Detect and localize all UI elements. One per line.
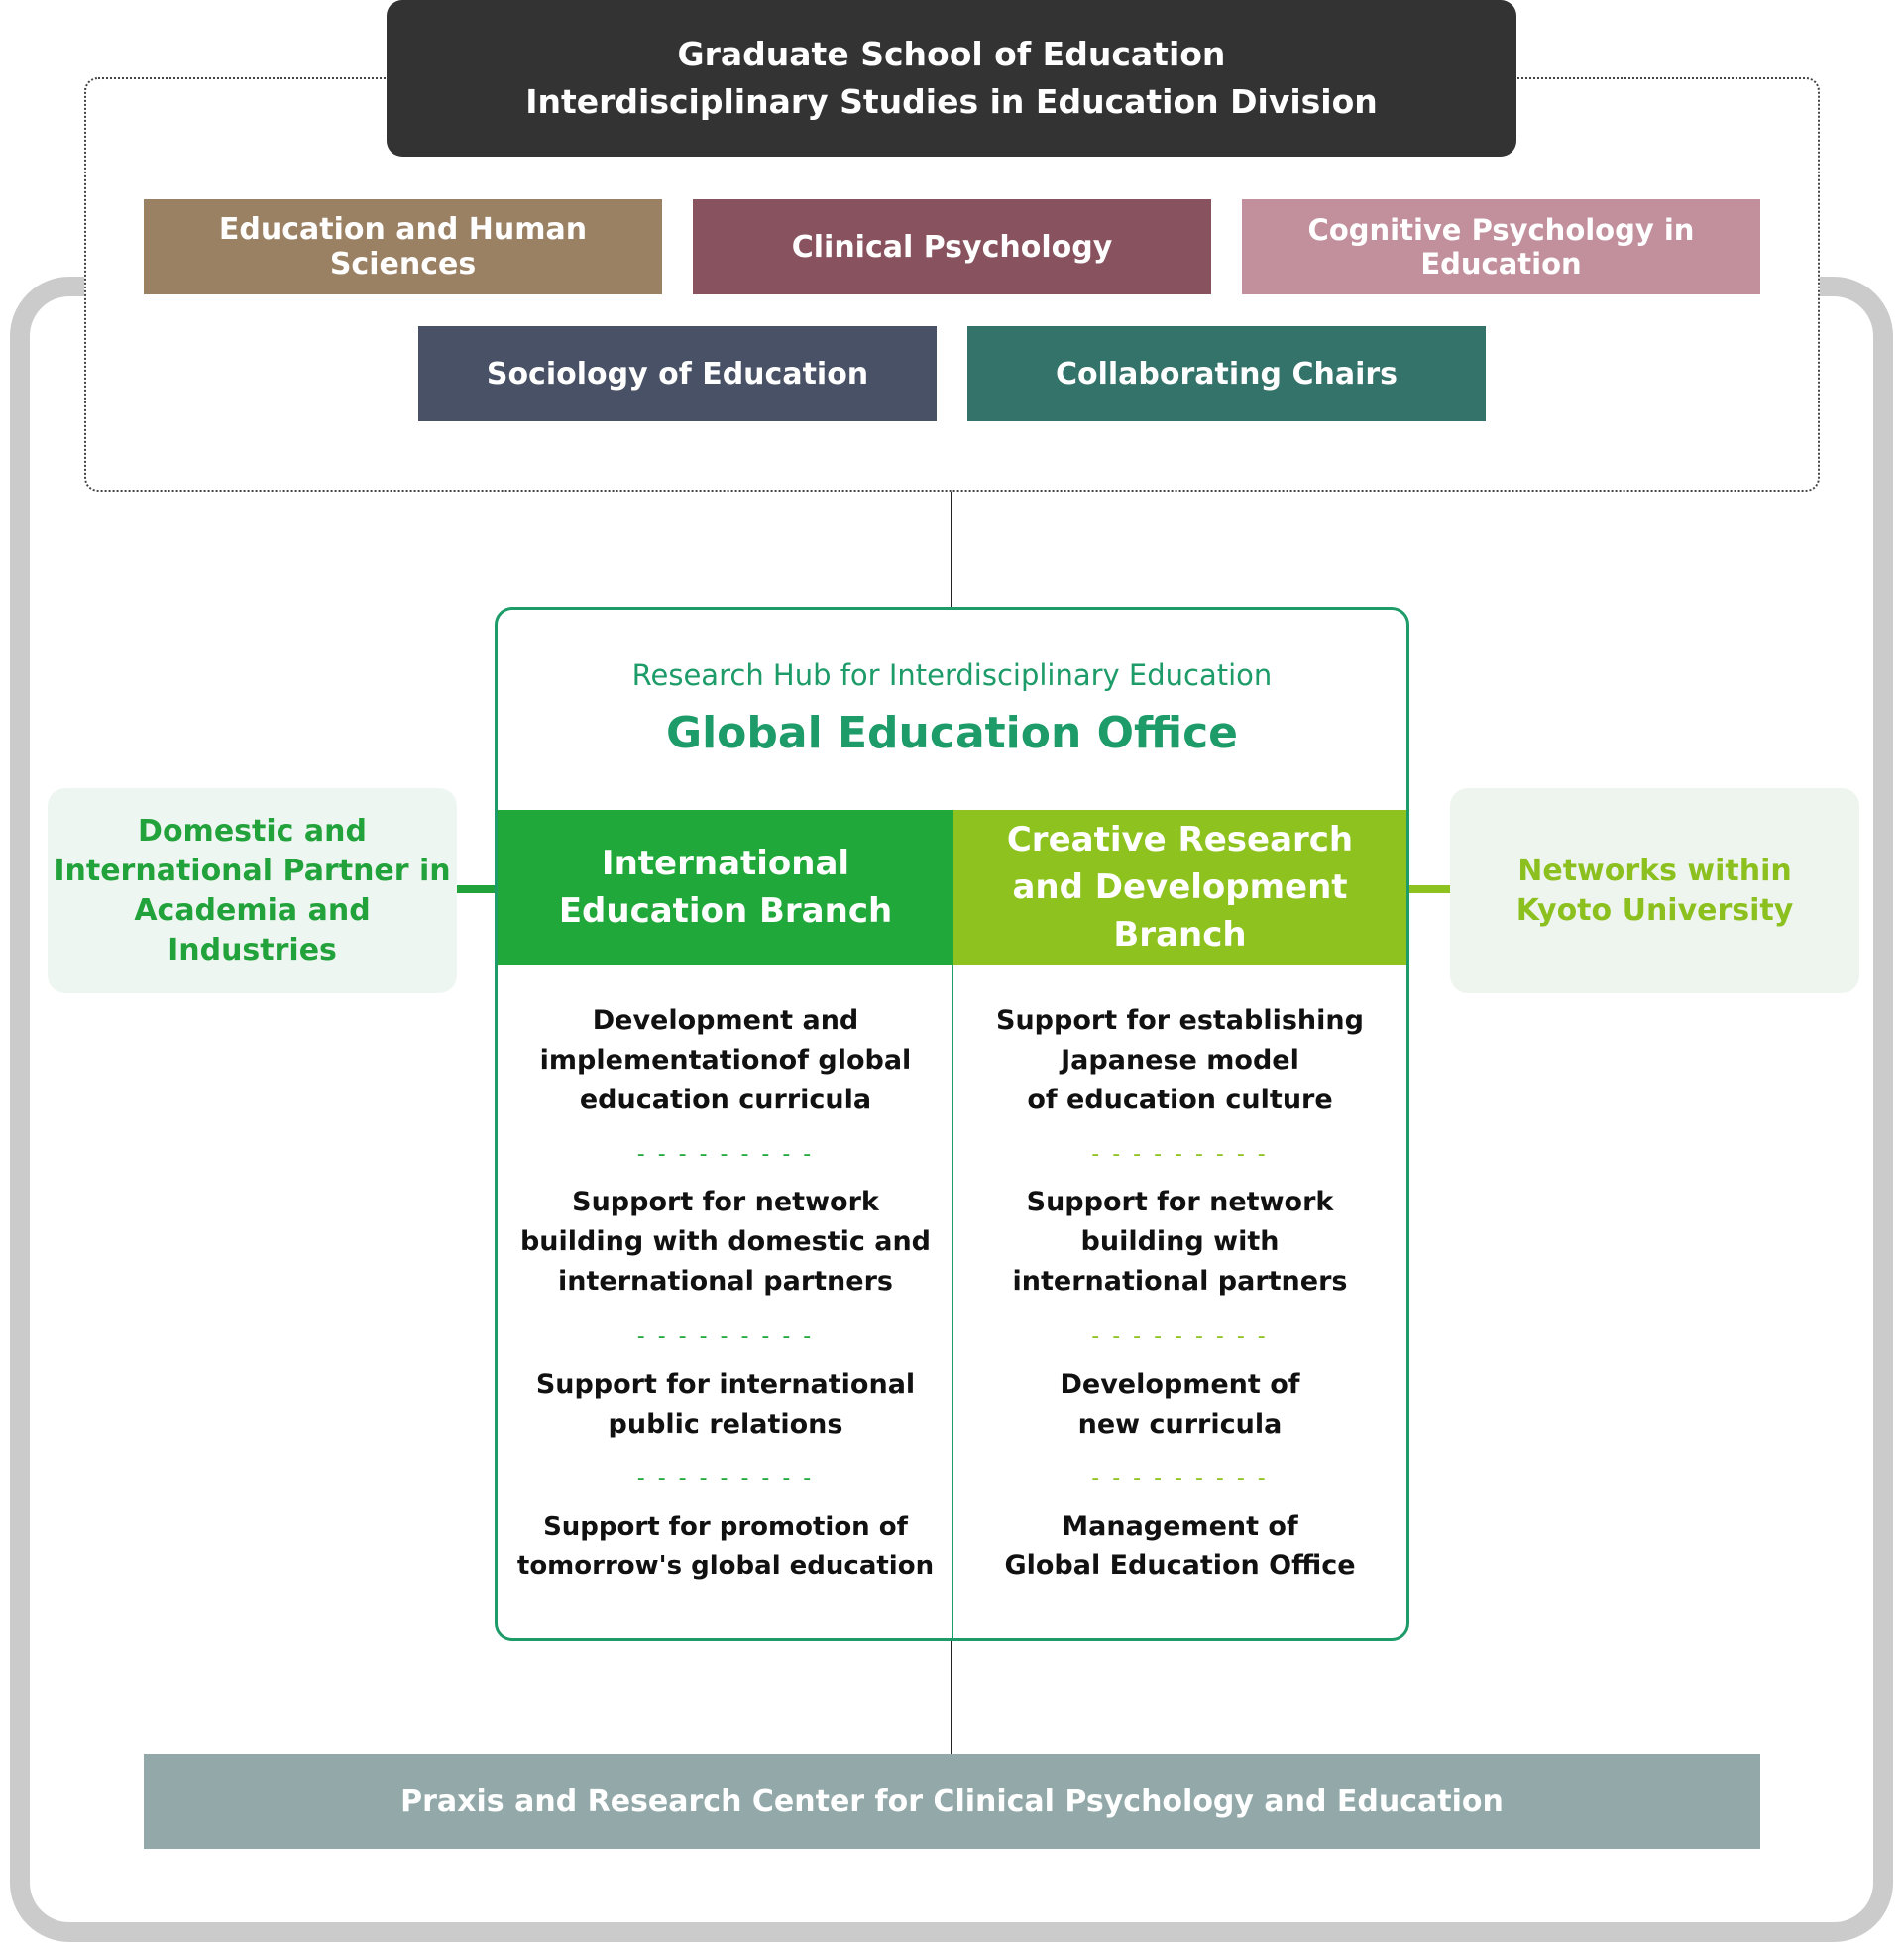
item-line: Support for promotion of (543, 1512, 908, 1542)
dept-collaborating-chairs: Collaborating Chairs (967, 326, 1486, 421)
global-education-office: Research Hub for Interdisciplinary Educa… (495, 607, 1409, 1641)
item-line: Support for network (572, 1187, 879, 1217)
list-item: Development of new curricula (953, 1365, 1406, 1444)
item-line: building with (1080, 1226, 1280, 1257)
branch-title-line: Creative Research (1006, 820, 1354, 860)
item-line: Development and (592, 1005, 859, 1036)
item-line: education curricula (579, 1085, 872, 1115)
item-separator: - - - - - - - - - (1091, 1142, 1269, 1167)
item-line: Support for international (535, 1369, 916, 1400)
dept-cognitive-psychology: Cognitive Psychology in Education (1242, 199, 1760, 294)
graduate-school-title-line2: Interdisciplinary Studies in Education D… (525, 82, 1378, 121)
list-item: Development and implementationof global … (498, 1001, 953, 1120)
item-line: of education culture (1027, 1085, 1333, 1115)
item-line: international partners (558, 1266, 893, 1297)
creative-research-branch: Creative Research and Development Branch (953, 810, 1406, 965)
item-separator: - - - - - - - - - (1091, 1466, 1269, 1491)
office-subtitle: Research Hub for Interdisciplinary Educa… (631, 658, 1273, 692)
partner-line: Kyoto University (1515, 892, 1794, 928)
item-separator: - - - - - - - - - (1091, 1324, 1269, 1349)
item-line: new curricula (1077, 1409, 1283, 1439)
dept-education-human-sciences: Education and Human Sciences (144, 199, 662, 294)
list-item: Support for establishing Japanese model … (953, 1001, 1406, 1120)
item-line: Global Education Office (1004, 1550, 1356, 1581)
item-separator: - - - - - - - - - (636, 1324, 815, 1349)
praxis-research-center: Praxis and Research Center for Clinical … (144, 1754, 1760, 1849)
list-item: Support for network building with intern… (953, 1183, 1406, 1302)
office-title: Global Education Office (665, 707, 1239, 758)
graduate-school-title-line1: Graduate School of Education (677, 35, 1226, 73)
connector-bottom (951, 1641, 952, 1754)
connector-left (456, 885, 496, 893)
partner-line: International Partner in (54, 853, 451, 888)
item-line: building with domestic and (519, 1226, 932, 1257)
connector-right (1408, 885, 1450, 893)
list-item: Support for international public relatio… (498, 1365, 953, 1444)
item-line: international partners (1012, 1266, 1348, 1297)
connector-top (951, 492, 952, 607)
branch-divider (952, 965, 953, 1638)
list-item: Support for network building with domest… (498, 1183, 953, 1302)
partner-line: Domestic and (138, 813, 367, 849)
item-line: tomorrow's global education (516, 1551, 935, 1581)
partner-line: Academia and Industries (134, 892, 371, 968)
item-separator: - - - - - - - - - (636, 1466, 815, 1491)
dept-sociology-of-education: Sociology of Education (418, 326, 937, 421)
domestic-international-partner: Domestic and International Partner in Ac… (48, 788, 457, 993)
list-item: Support for promotion of tomorrow's glob… (498, 1507, 953, 1586)
graduate-school-title: Graduate School of Education Interdiscip… (387, 0, 1516, 157)
item-line: Management of (1062, 1511, 1298, 1542)
item-line: implementationof global (539, 1045, 912, 1076)
item-line: Support for network (1026, 1187, 1334, 1217)
list-item: Management of Global Education Office (953, 1507, 1406, 1586)
branch-title-line: and Development Branch (1012, 867, 1348, 955)
item-line: Development of (1060, 1369, 1300, 1400)
item-line: public relations (608, 1409, 843, 1439)
item-line: Japanese model (1061, 1045, 1299, 1076)
branch-title-line: International (601, 844, 850, 883)
item-separator: - - - - - - - - - (636, 1142, 815, 1167)
branch-title-line: Education Branch (558, 891, 893, 931)
partner-line: Networks within (1517, 853, 1792, 888)
international-education-branch: International Education Branch (498, 810, 953, 965)
dept-clinical-psychology: Clinical Psychology (693, 199, 1211, 294)
item-line: Support for establishing (996, 1005, 1364, 1036)
kyoto-university-networks: Networks within Kyoto University (1450, 788, 1859, 993)
